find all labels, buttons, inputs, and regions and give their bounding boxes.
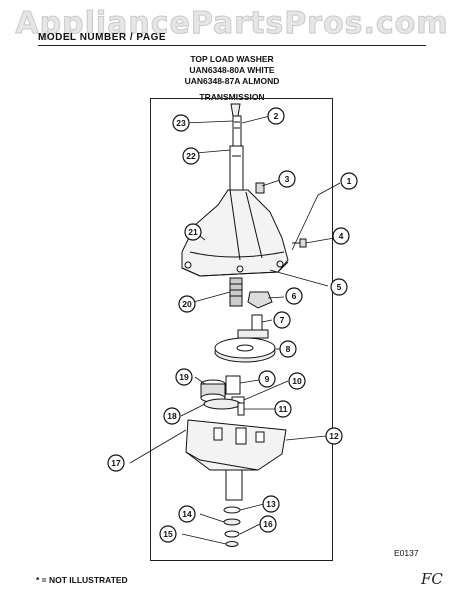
callout-number: 16 [263, 519, 273, 529]
callout-17: 17 [107, 454, 125, 472]
model-almond: UAN6348-87A ALMOND [184, 76, 280, 86]
callout-circle [285, 287, 303, 305]
handwritten-initials: FC [421, 570, 443, 588]
callout-21: 21 [184, 223, 202, 241]
callout-number: 21 [188, 227, 198, 237]
callout-circle [182, 147, 200, 165]
callout-circle [178, 295, 196, 313]
callout-15: 15 [159, 525, 177, 543]
callout-1: 1 [340, 172, 358, 190]
callout-number: 8 [286, 344, 291, 354]
callout-circle [258, 370, 276, 388]
diagram-frame [150, 98, 333, 561]
callout-18: 18 [163, 407, 181, 425]
site-watermark: AppliancePartsPros.com [15, 6, 449, 42]
callout-20: 20 [178, 295, 196, 313]
callout-circle [278, 170, 296, 188]
callout-circle [330, 278, 348, 296]
callout-number: 7 [280, 315, 285, 325]
callout-circle [274, 400, 292, 418]
not-illustrated-note: * = NOT ILLUSTRATED [36, 575, 128, 585]
model-number-line: MODEL NUMBER / PAGE [38, 32, 167, 43]
callout-number: 1 [347, 176, 352, 186]
callout-circle [259, 515, 277, 533]
callout-3: 3 [278, 170, 296, 188]
callout-number: 17 [111, 458, 121, 468]
callout-9: 9 [258, 370, 276, 388]
callout-circle [340, 172, 358, 190]
header-rule [38, 45, 426, 46]
callout-number: 11 [279, 404, 288, 414]
callout-number: 12 [329, 431, 339, 441]
callout-16: 16 [259, 515, 277, 533]
section-title: TRANSMISSION [199, 92, 265, 102]
callout-circle [273, 311, 291, 329]
callout-number: 6 [292, 291, 297, 301]
model-white: UAN6348-80A WHITE [189, 65, 275, 75]
callout-4: 4 [332, 227, 350, 245]
leader-lines [129, 115, 341, 545]
callout-circle [172, 114, 190, 132]
callout-14: 14 [178, 505, 196, 523]
callout-19: 19 [175, 368, 193, 386]
callout-number: 18 [167, 411, 177, 421]
callout-number: 20 [182, 299, 192, 309]
callout-number: 15 [163, 529, 173, 539]
callout-circle [325, 427, 343, 445]
product-type: TOP LOAD WASHER [190, 54, 274, 64]
callout-5: 5 [330, 278, 348, 296]
callout-number: 14 [182, 509, 192, 519]
callout-circle [178, 505, 196, 523]
callout-7: 7 [273, 311, 291, 329]
callout-number: 19 [179, 372, 189, 382]
callout-circle [175, 368, 193, 386]
callout-23: 23 [172, 114, 190, 132]
callout-13: 13 [262, 495, 280, 513]
callout-8: 8 [279, 340, 297, 358]
callout-number: 10 [292, 376, 302, 386]
callout-number: 13 [266, 499, 276, 509]
callout-circle [184, 223, 202, 241]
callout-circle [332, 227, 350, 245]
callout-number: 4 [339, 231, 344, 241]
part-drawings [181, 103, 307, 547]
callout-circle [288, 372, 306, 390]
callout-2: 2 [267, 107, 285, 125]
callout-number: 23 [176, 118, 186, 128]
callout-number: 2 [274, 111, 279, 121]
callout-circle [267, 107, 285, 125]
callout-22: 22 [182, 147, 200, 165]
callout-circle [163, 407, 181, 425]
callout-number: 22 [186, 151, 196, 161]
drawing-code: E0137 [394, 548, 419, 558]
callout-10: 10 [288, 372, 306, 390]
callout-number: 9 [265, 374, 270, 384]
callout-11: 11 [274, 400, 292, 418]
callout-circle [279, 340, 297, 358]
callout-circle [159, 525, 177, 543]
callout-circle [262, 495, 280, 513]
callout-number: 3 [285, 174, 290, 184]
callout-number: 5 [337, 282, 342, 292]
callout-circle [107, 454, 125, 472]
callout-12: 12 [325, 427, 343, 445]
callout-6: 6 [285, 287, 303, 305]
